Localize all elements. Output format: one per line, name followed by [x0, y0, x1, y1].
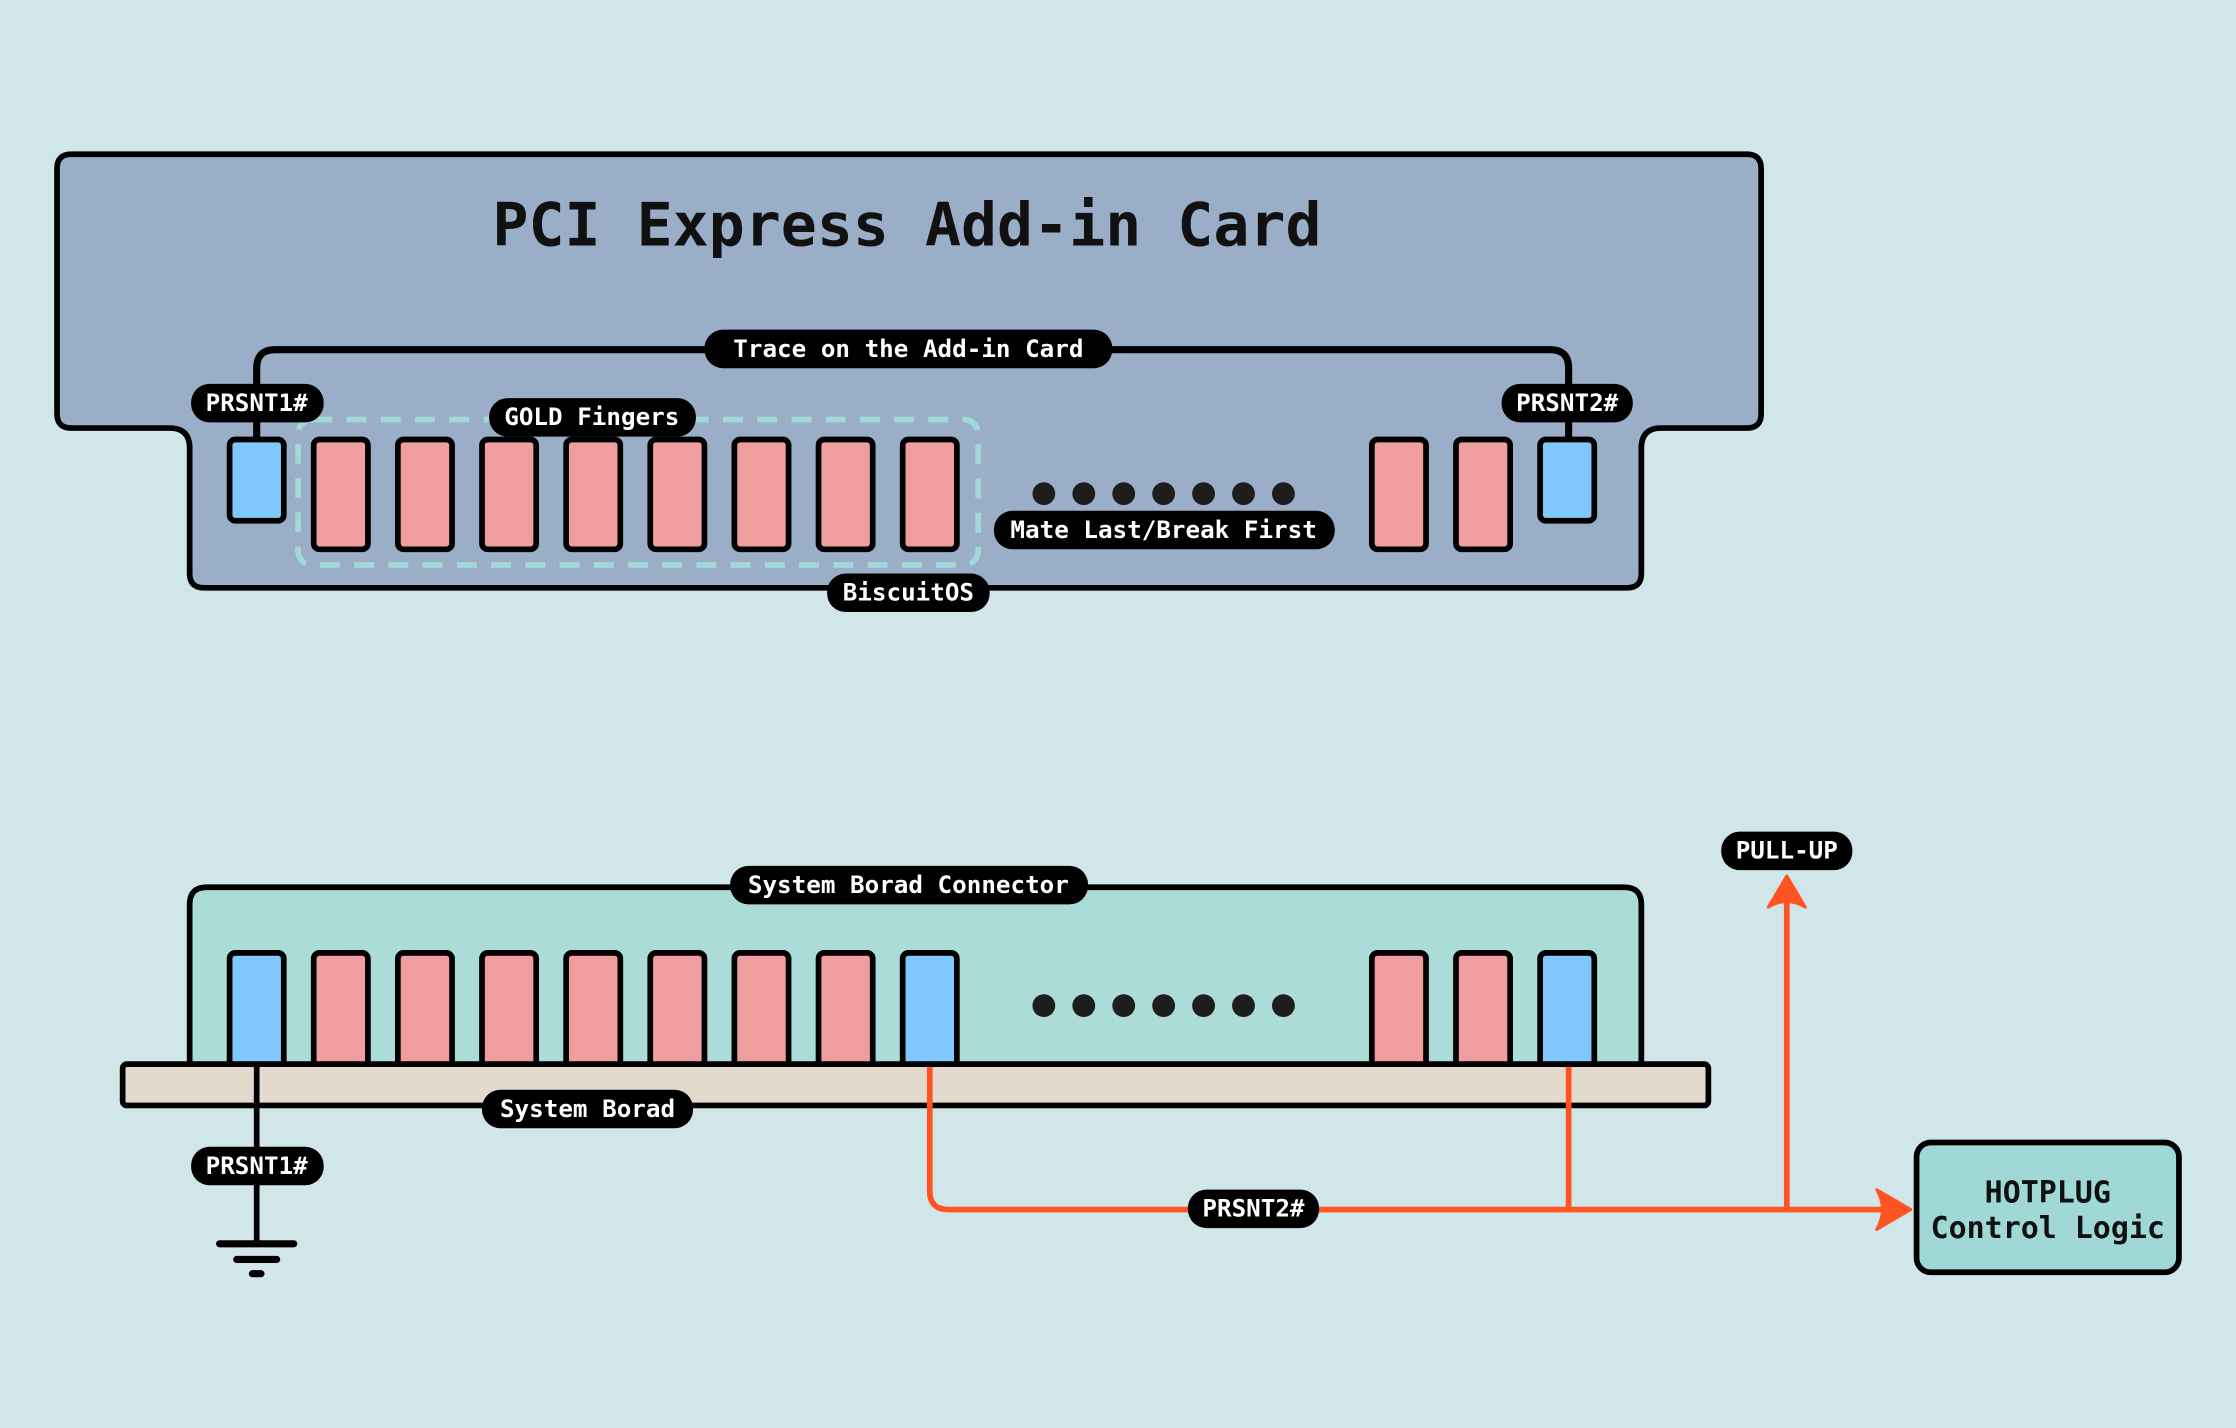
hotplug-arrow-icon: [1875, 1188, 1913, 1231]
system-board: System Borad: [119, 1061, 1712, 1129]
card-pin: [647, 436, 708, 553]
card-pin: [1453, 436, 1514, 553]
card-pin: [815, 436, 876, 553]
svg-text:PULL-UP: PULL-UP: [1736, 836, 1838, 865]
pullup-label: PULL-UP: [1721, 831, 1853, 871]
card-prsnt2-label: PRSNT2#: [1501, 383, 1633, 423]
card-pin: [479, 436, 540, 553]
connector-pin-prsnt1: [226, 950, 287, 1073]
connector-pin-prsnt2-short: [899, 950, 960, 1073]
hotplug-line1: HOTPLUG: [1985, 1175, 2111, 1210]
watermark-label: BiscuitOS: [827, 573, 990, 613]
card-pin-prsnt2: [1537, 436, 1598, 524]
connector-pin-prsnt2: [1537, 950, 1598, 1073]
connector-pin: [1453, 950, 1514, 1073]
card-pin: [899, 436, 960, 553]
card-pins: [226, 436, 1598, 553]
mate-last-label: Mate Last/Break First: [993, 510, 1335, 550]
connector-pin: [1368, 950, 1429, 1073]
board-prsnt1-label: PRSNT1#: [191, 1146, 324, 1186]
board-body: [119, 1061, 1712, 1109]
connector-label: System Borad Connector: [730, 865, 1089, 905]
connector-pin: [395, 950, 455, 1073]
card-prsnt1-label: PRSNT1#: [191, 383, 324, 423]
svg-text:GOLD Fingers: GOLD Fingers: [504, 402, 679, 431]
connector-pin: [647, 950, 708, 1073]
connector-pin: [479, 950, 540, 1073]
connector-pin: [815, 950, 876, 1073]
ground-icon: [216, 1240, 298, 1278]
system-board-connector: System Borad Connector: [186, 865, 1645, 1073]
card-pin: [563, 436, 624, 553]
prsnt2-hotplug-net: [926, 901, 1886, 1213]
svg-text:System Borad: System Borad: [500, 1094, 675, 1123]
card-pin: [1368, 436, 1429, 553]
board-label: System Borad: [481, 1089, 694, 1129]
trace-label: Trace on the Add-in Card: [704, 329, 1113, 369]
pullup-arrow-icon: [1766, 874, 1807, 909]
card-pin: [395, 436, 455, 553]
svg-text:PRSNT1#: PRSNT1#: [206, 1151, 309, 1180]
connector-ellipsis-icon: [1032, 994, 1295, 1018]
connector-pin: [731, 950, 792, 1073]
card-pin: [731, 436, 792, 553]
svg-text:PRSNT2#: PRSNT2#: [1516, 388, 1619, 417]
hotplug-box: [1913, 1139, 2182, 1276]
card-pin-prsnt1: [226, 436, 287, 524]
card-title: PCI Express Add-in Card: [492, 191, 1321, 261]
svg-text:PRSNT1#: PRSNT1#: [206, 388, 309, 417]
board-prsnt2-label: PRSNT2#: [1187, 1189, 1320, 1229]
prsnt1-ground-path: PRSNT1#: [191, 1066, 324, 1278]
svg-text:System Borad Connector: System Borad Connector: [748, 870, 1069, 899]
svg-text:Mate Last/Break First: Mate Last/Break First: [1010, 515, 1316, 544]
svg-text:BiscuitOS: BiscuitOS: [843, 578, 974, 607]
connector-pin: [563, 950, 624, 1073]
add-in-card: PCI Express Add-in Card Trace: [54, 151, 1764, 613]
connector-pin: [310, 950, 371, 1073]
prsnt2-short-trace: [926, 1066, 1886, 1213]
hotplug-control-logic: HOTPLUG Control Logic: [1913, 1139, 2182, 1276]
card-pin: [310, 436, 371, 553]
gold-fingers-label: GOLD Fingers: [489, 398, 696, 437]
hotplug-line2: Control Logic: [1931, 1211, 2165, 1246]
card-ellipsis-icon: [1032, 482, 1295, 506]
svg-text:Trace on the Add-in Card: Trace on the Add-in Card: [733, 334, 1083, 363]
svg-text:PRSNT2#: PRSNT2#: [1202, 1194, 1305, 1223]
connector-pins: [226, 950, 1598, 1073]
